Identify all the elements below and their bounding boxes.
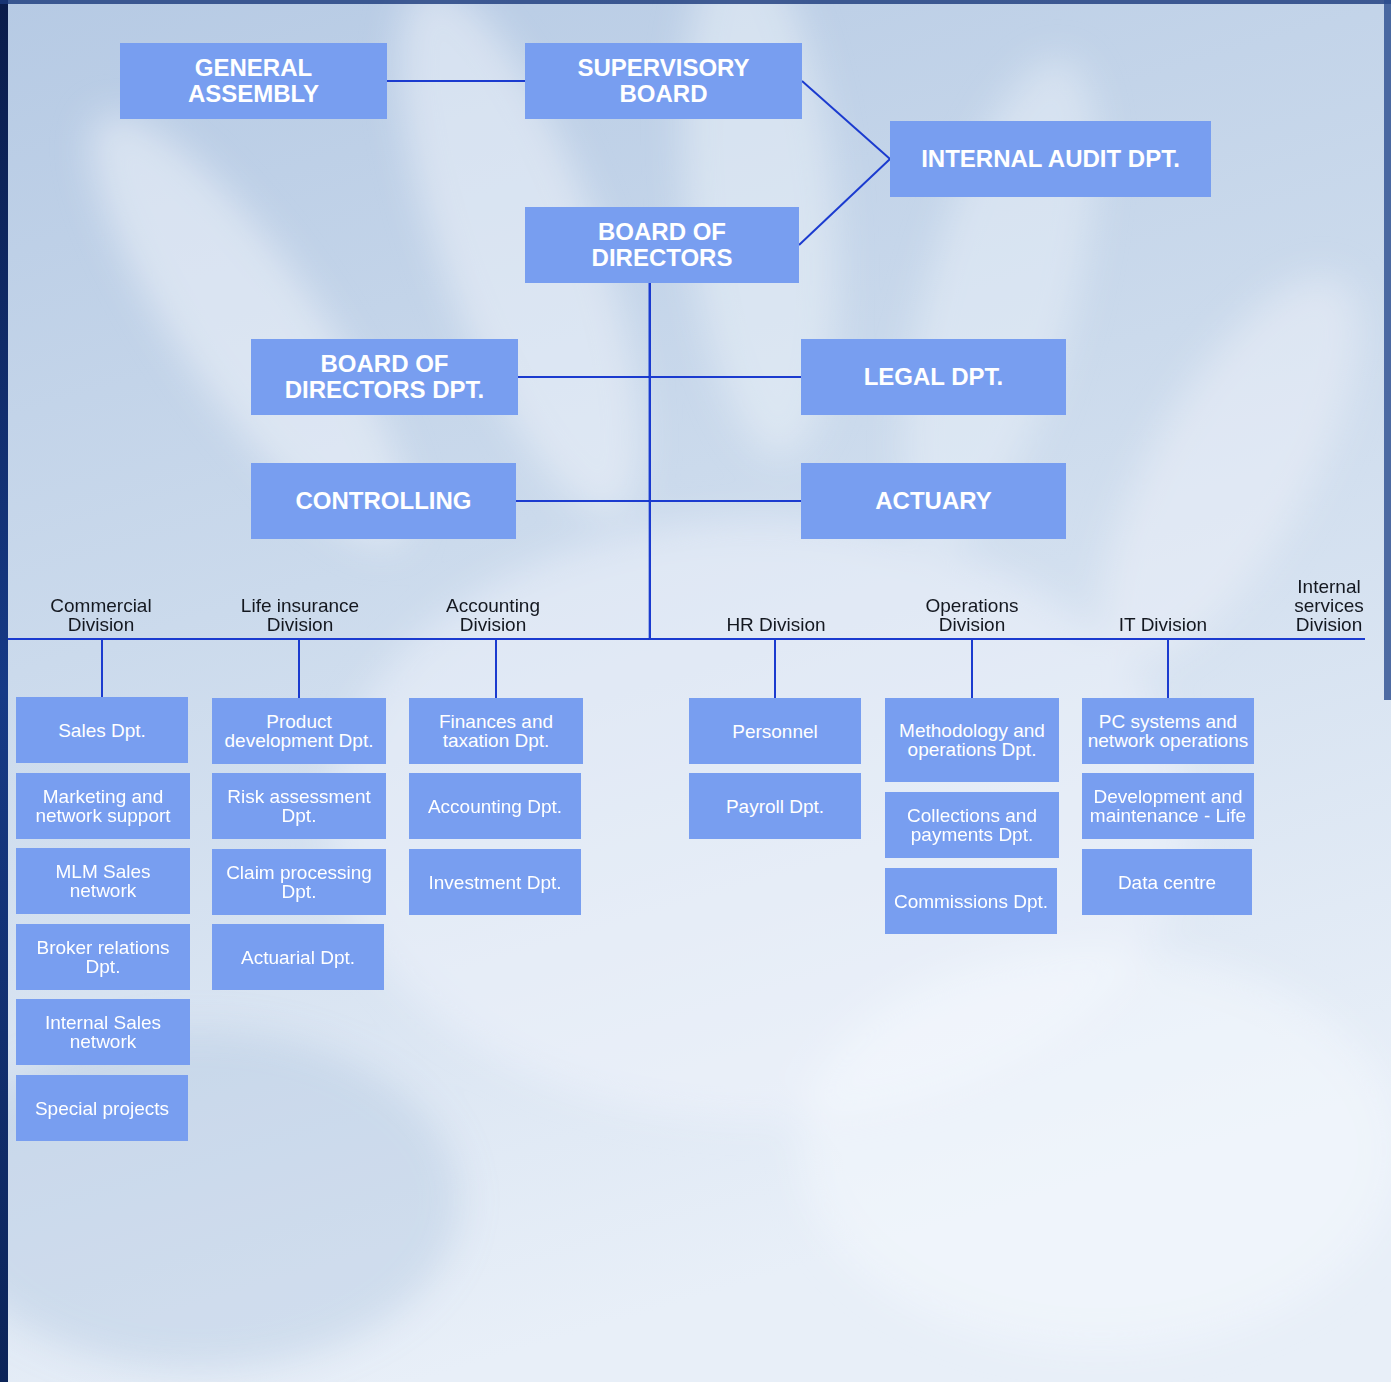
connector-line — [799, 159, 890, 245]
connector-line — [650, 283, 801, 377]
connector-line — [102, 283, 650, 697]
box-text: BOARD OF DIRECTORS DPT. — [259, 351, 510, 404]
division-label: Life insurance Division — [225, 596, 375, 634]
box-text: Accounting Dpt. — [428, 797, 562, 816]
department-box: Product development Dpt. — [212, 698, 386, 764]
governance-box: GENERAL ASSEMBLY — [120, 43, 387, 119]
box-text: Risk assessment Dpt. — [216, 787, 382, 825]
department-box: Methodology and operations Dpt. — [885, 698, 1059, 782]
division-label: Operations Division — [912, 596, 1032, 634]
box-text: Collections and payments Dpt. — [889, 806, 1055, 844]
box-text: PC systems and network operations — [1086, 712, 1250, 750]
department-box: Actuarial Dpt. — [212, 924, 384, 990]
division-label: Internal services Division — [1287, 577, 1371, 634]
box-text: Product development Dpt. — [216, 712, 382, 750]
box-text: SUPERVISORY BOARD — [533, 55, 794, 108]
department-box: Commissions Dpt. — [885, 868, 1057, 934]
connector-line — [496, 283, 650, 698]
box-text: Special projects — [35, 1099, 169, 1118]
frame-edge — [0, 0, 1391, 4]
connector-line — [650, 283, 1168, 698]
governance-box: BOARD OF DIRECTORS DPT. — [251, 339, 518, 415]
connector-line — [650, 283, 775, 698]
box-text: Payroll Dpt. — [726, 797, 824, 816]
box-text: Internal Sales network — [20, 1013, 186, 1051]
division-label: HR Division — [701, 615, 851, 634]
box-text: BOARD OF DIRECTORS — [533, 219, 791, 272]
department-box: Personnel — [689, 698, 861, 764]
department-box: Accounting Dpt. — [409, 773, 581, 839]
department-box: PC systems and network operations — [1082, 698, 1254, 764]
shadow-shape — [0, 1030, 460, 1370]
box-text: Finances and taxation Dpt. — [413, 712, 579, 750]
box-text: Development and maintenance - Life — [1086, 787, 1250, 825]
box-text: INTERNAL AUDIT DPT. — [921, 146, 1180, 172]
box-text: Claim processing Dpt. — [216, 863, 382, 901]
department-box: Development and maintenance - Life — [1082, 773, 1254, 839]
division-label: Accounting Division — [428, 596, 558, 634]
department-box: Special projects — [16, 1075, 188, 1141]
connector-line — [802, 81, 890, 159]
department-box: Marketing and network support — [16, 773, 190, 839]
governance-box: CONTROLLING — [251, 463, 516, 539]
connector-line — [518, 283, 650, 377]
connector-line — [516, 283, 650, 501]
division-label: IT Division — [1098, 615, 1228, 634]
box-text: MLM Sales network — [20, 862, 186, 900]
box-text: GENERAL ASSEMBLY — [128, 55, 379, 108]
frame-edge — [1384, 0, 1391, 700]
department-box: Data centre — [1082, 849, 1252, 915]
box-text: Methodology and operations Dpt. — [889, 721, 1055, 759]
box-text: ACTUARY — [875, 488, 991, 514]
box-text: Actuarial Dpt. — [241, 948, 355, 967]
box-text: Investment Dpt. — [428, 873, 561, 892]
connector-line — [650, 283, 801, 501]
department-box: Broker relations Dpt. — [16, 924, 190, 990]
box-text: Broker relations Dpt. — [20, 938, 186, 976]
governance-box: INTERNAL AUDIT DPT. — [890, 121, 1211, 197]
department-box: Internal Sales network — [16, 999, 190, 1065]
box-text: Marketing and network support — [20, 787, 186, 825]
box-text: CONTROLLING — [296, 488, 472, 514]
box-text: Data centre — [1118, 873, 1216, 892]
governance-box: LEGAL DPT. — [801, 339, 1066, 415]
box-text: LEGAL DPT. — [864, 364, 1004, 390]
governance-box: ACTUARY — [801, 463, 1066, 539]
box-text: Personnel — [732, 722, 818, 741]
bus-line — [1167, 638, 1365, 640]
division-label: Commercial Division — [36, 596, 166, 634]
department-box: MLM Sales network — [16, 848, 190, 914]
department-box: Sales Dpt. — [16, 697, 188, 763]
department-box: Investment Dpt. — [409, 849, 581, 915]
box-text: Commissions Dpt. — [894, 892, 1048, 911]
governance-box: SUPERVISORY BOARD — [525, 43, 802, 119]
department-box: Risk assessment Dpt. — [212, 773, 386, 839]
finger-shape — [1051, 239, 1391, 700]
connector-line — [387, 80, 525, 82]
department-box: Claim processing Dpt. — [212, 849, 386, 915]
department-box: Collections and payments Dpt. — [885, 792, 1059, 858]
box-text: Sales Dpt. — [58, 721, 146, 740]
department-box: Finances and taxation Dpt. — [409, 698, 583, 764]
palm-shape — [800, 950, 1391, 1350]
bus-line — [8, 638, 101, 640]
frame-edge — [0, 0, 8, 1382]
department-box: Payroll Dpt. — [689, 773, 861, 839]
governance-box: BOARD OF DIRECTORS — [525, 207, 799, 283]
